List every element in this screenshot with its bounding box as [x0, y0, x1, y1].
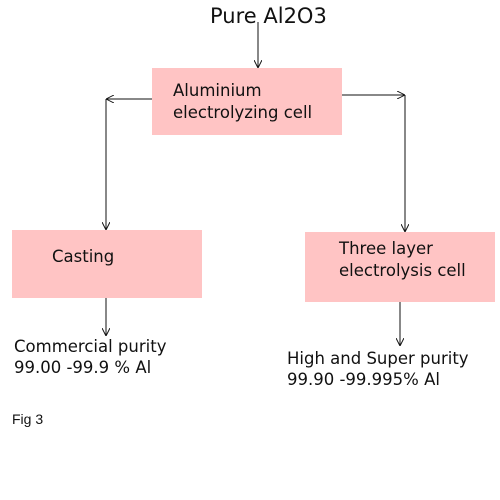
output-commercial-purity-line2: 99.00 -99.9 % Al — [14, 358, 152, 377]
node-casting: Casting — [12, 230, 202, 298]
output-high-super-purity: High and Super purity 99.90 -99.995% Al — [287, 348, 469, 390]
output-high-super-purity-line1: High and Super purity — [287, 349, 469, 368]
node-three-layer-cell-line1: Three layer — [339, 239, 433, 258]
node-casting-label: Casting — [52, 247, 115, 266]
node-electrolyzing-cell-line1: Aluminium — [173, 80, 262, 100]
node-three-layer-cell-line2: electrolysis cell — [339, 261, 466, 280]
node-electrolyzing-cell: Aluminium electrolyzing cell — [152, 68, 342, 135]
node-electrolyzing-cell-line2: electrolyzing cell — [173, 102, 313, 122]
figure-caption: Fig 3 — [12, 411, 44, 427]
output-commercial-purity-line1: Commercial purity — [14, 337, 167, 356]
node-three-layer-cell: Three layer electrolysis cell — [305, 232, 495, 302]
output-high-super-purity-line2: 99.90 -99.995% Al — [287, 370, 440, 389]
output-commercial-purity: Commercial purity 99.00 -99.9 % Al — [14, 336, 166, 378]
diagram-title: Pure Al2O3 — [210, 4, 327, 28]
